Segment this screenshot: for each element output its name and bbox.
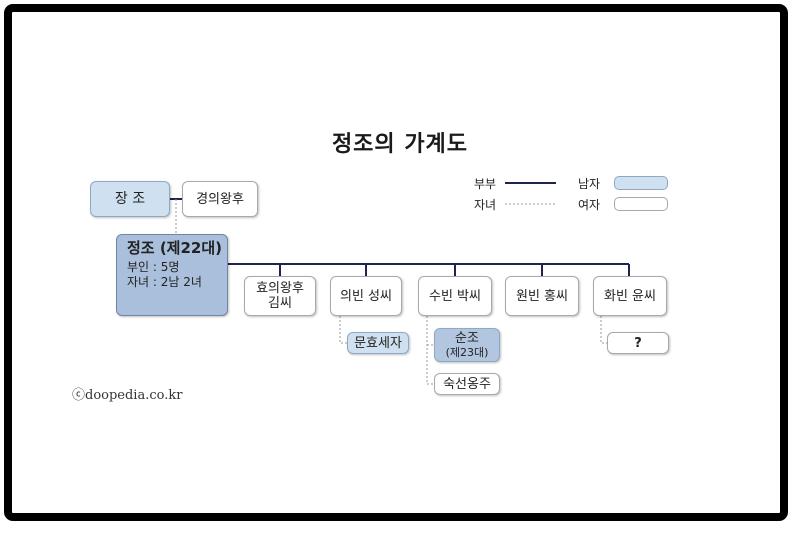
legend-male-swatch (614, 176, 668, 190)
node-jangjo: 장 조 (90, 181, 170, 217)
node-uibin: 의빈 성씨 (330, 276, 402, 316)
child-line-munhyo (339, 316, 347, 344)
hyoui-line2: 김씨 (268, 296, 292, 311)
child-line-sunjo (426, 316, 434, 385)
node-unknown: ? (607, 332, 669, 354)
jeongjo-name: 정조 (제22대) (127, 239, 223, 257)
legend-couple-label: 부부 (474, 177, 497, 191)
legend-male-label: 남자 (578, 177, 601, 191)
node-subin: 수빈 박씨 (418, 276, 492, 316)
credit-text: ⓒdoopedia.co.kr (72, 388, 183, 403)
legend-child-label: 자녀 (474, 198, 497, 212)
node-hwabin: 화빈 윤씨 (593, 276, 667, 316)
node-munhyo: 문효세자 (347, 332, 409, 354)
jeongjo-children: 자녀 : 2남 2녀 (127, 275, 202, 289)
hyoui-line1: 효의왕후 (256, 281, 304, 296)
legend-female-label: 여자 (578, 198, 601, 212)
sunjo-line1: 순조 (455, 331, 479, 346)
node-jeongjo: 정조 (제22대) 부인 : 5명 자녀 : 2남 2녀 (116, 234, 228, 316)
node-gyeongui: 경의왕후 (182, 181, 258, 217)
node-wonbin: 원빈 홍씨 (505, 276, 579, 316)
legend-female-swatch (614, 197, 668, 211)
node-hyoui: 효의왕후 김씨 (244, 276, 316, 316)
diagram-title: 정조의 가계도 (331, 132, 469, 157)
sunjo-line2: (제23대) (445, 346, 489, 359)
node-sukseon: 숙선옹주 (434, 373, 500, 395)
child-line-unknown (600, 316, 607, 344)
jeongjo-wives: 부인 : 5명 (127, 260, 180, 274)
node-sunjo: 순조 (제23대) (434, 328, 500, 362)
